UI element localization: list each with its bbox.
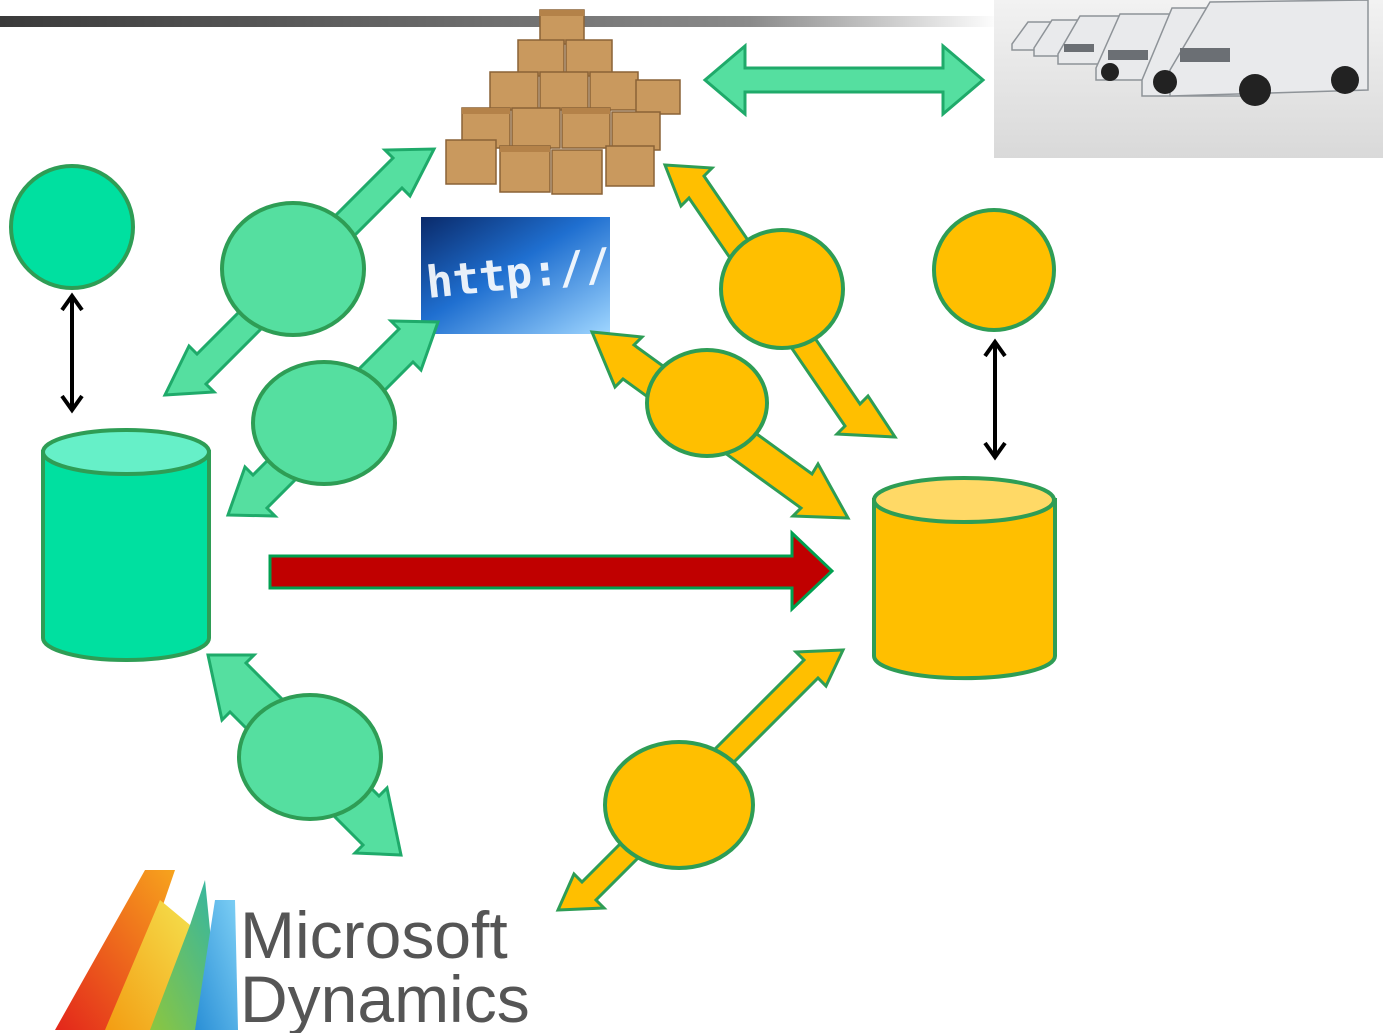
http-url-icon: http://w bbox=[421, 217, 640, 334]
microsoft-dynamics-logo: Microsoft Dynamics bbox=[55, 870, 530, 1033]
source-database bbox=[41, 428, 211, 662]
orange-node-dynamics-link bbox=[603, 740, 755, 870]
green-node-boxes-link bbox=[220, 201, 366, 337]
cardboard-boxes-icon bbox=[445, 9, 681, 195]
ms-wordmark-line2: Dynamics bbox=[240, 962, 530, 1033]
orange-node-boxes-link bbox=[719, 228, 845, 350]
green-node-http-link bbox=[251, 360, 397, 486]
green-node-standalone bbox=[9, 164, 135, 290]
ms-wordmark-line1: Microsoft bbox=[240, 898, 508, 972]
header-bar bbox=[0, 16, 1000, 27]
migration-arrow bbox=[268, 529, 835, 613]
delivery-vans-icon bbox=[994, 0, 1383, 158]
green-node-dynamics-link bbox=[237, 693, 383, 821]
connector-left bbox=[60, 292, 84, 414]
target-database bbox=[872, 476, 1057, 681]
orange-node-http-link bbox=[645, 348, 769, 458]
arrow-boxes-vans bbox=[702, 42, 986, 118]
orange-node-standalone bbox=[932, 208, 1056, 332]
connector-right bbox=[983, 338, 1007, 461]
